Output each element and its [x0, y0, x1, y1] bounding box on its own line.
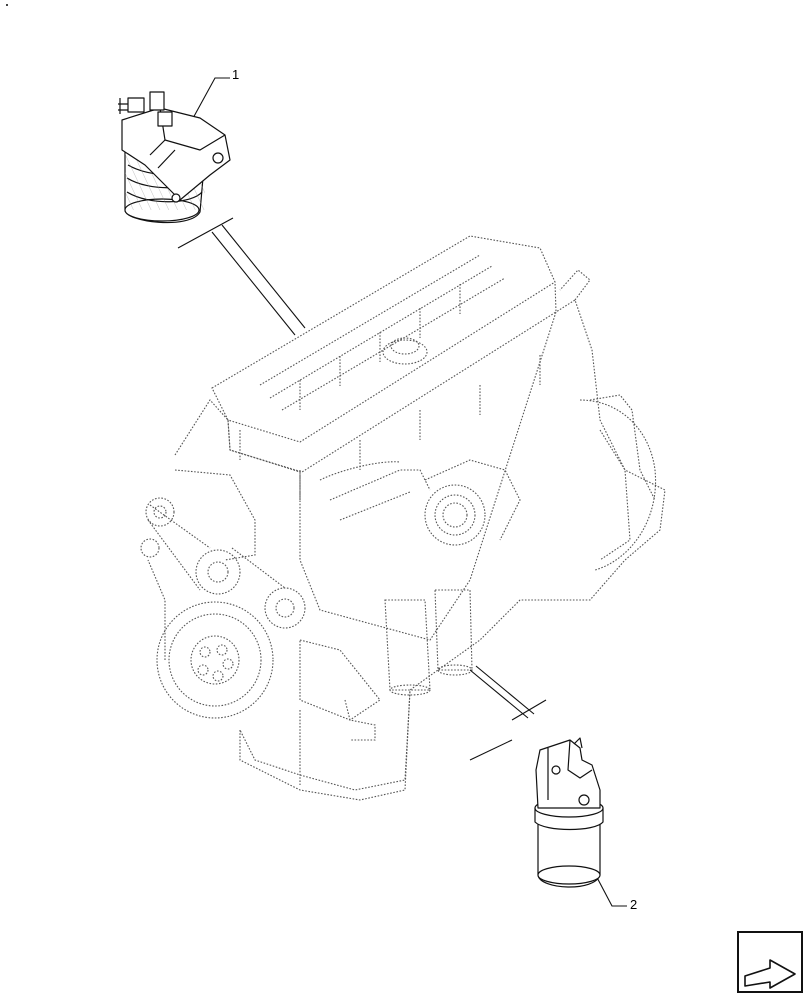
leader-lines	[177, 77, 627, 907]
callout-label-2: 2	[630, 897, 638, 912]
callout-label-1: 1	[232, 67, 240, 82]
fuel-filter-assembly	[118, 91, 231, 224]
arrow-forward-icon[interactable]	[737, 931, 803, 993]
oil-filter-assembly	[534, 737, 604, 888]
corner-mark	[6, 4, 8, 6]
engine-block	[140, 235, 666, 801]
